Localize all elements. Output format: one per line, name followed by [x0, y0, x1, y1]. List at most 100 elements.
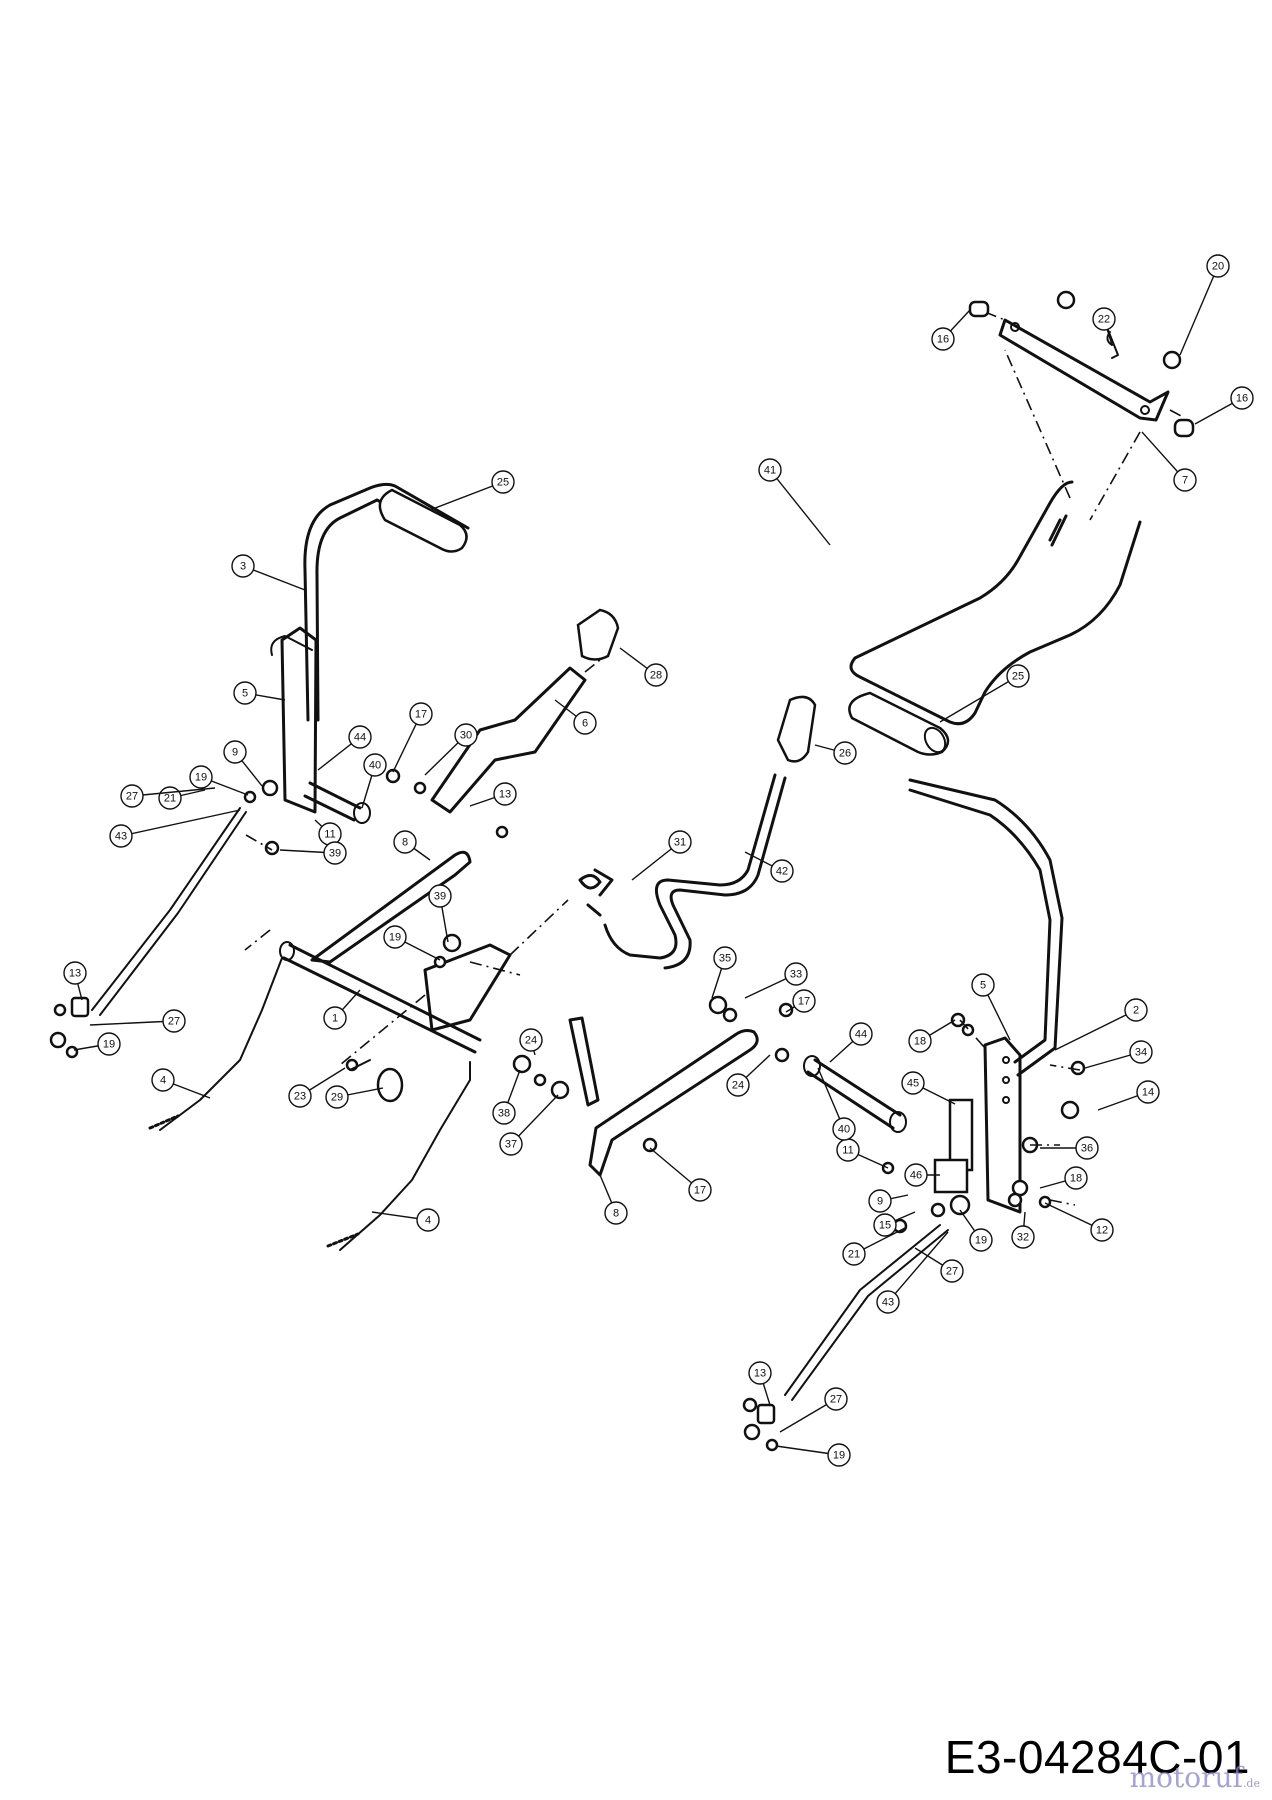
- callout-label: 27: [946, 1266, 958, 1278]
- callout-label: 2: [1133, 1005, 1139, 1017]
- callout-circle: [231, 554, 255, 578]
- pin-16-left: [968, 300, 990, 318]
- callout-label: 44: [354, 732, 366, 744]
- callout-40: 40: [361, 753, 387, 809]
- callout-label: 6: [582, 718, 588, 730]
- callout-circle: [189, 765, 213, 789]
- callout-43: 43: [876, 1231, 949, 1314]
- callout-label: 44: [855, 1029, 867, 1041]
- watermark-text: motoruf: [1129, 1761, 1243, 1794]
- callout-label: 16: [1236, 393, 1248, 405]
- callout-label: 5: [242, 688, 248, 700]
- callout-label: 21: [848, 1249, 860, 1261]
- callout-label: 11: [324, 829, 335, 841]
- callout-circle: [668, 830, 692, 854]
- nut-20-a: [1056, 290, 1076, 310]
- callout-label: 25: [1012, 671, 1024, 683]
- callout-19: 19: [73, 1032, 121, 1056]
- callout-11: 11: [836, 1138, 889, 1169]
- callout-11: 11: [314, 819, 342, 846]
- callout-24: 24: [726, 1054, 771, 1097]
- callout-label: 13: [69, 968, 81, 980]
- callout-29: 29: [325, 1085, 384, 1109]
- callout-circle: [233, 681, 257, 705]
- callout-circle: [1090, 1218, 1114, 1242]
- callout-circle: [288, 1084, 312, 1108]
- callout-circle: [1011, 1225, 1035, 1249]
- callout-label: 27: [830, 1394, 842, 1406]
- callout-26: 26: [814, 741, 857, 765]
- callout-18: 18: [908, 1019, 956, 1053]
- callout-label: 25: [497, 477, 509, 489]
- callout-label: 19: [103, 1039, 115, 1051]
- callout-27: 27: [914, 1247, 964, 1283]
- bracket-plate-6: [430, 666, 587, 814]
- callout-circle: [644, 663, 668, 687]
- callout-circle: [726, 1073, 750, 1097]
- callout-circle: [873, 1213, 897, 1237]
- arm-8-lower: [588, 1029, 759, 1177]
- callout-leader: [887, 1231, 949, 1303]
- callout-3: 3: [231, 554, 306, 591]
- callout-leader: [89, 1020, 175, 1026]
- callout-43: 43: [109, 809, 241, 848]
- callout-circle: [969, 1228, 993, 1252]
- callout-circle: [604, 1201, 628, 1225]
- callout-circle: [499, 1132, 523, 1156]
- callout-label: 39: [434, 891, 446, 903]
- callout-label: 34: [1135, 1047, 1147, 1059]
- callout-circle: [454, 723, 478, 747]
- callout-16: 16: [931, 309, 971, 351]
- callout-circle: [97, 1032, 121, 1056]
- callout-label: 42: [776, 866, 788, 878]
- callout-label: 45: [907, 1078, 919, 1090]
- callout-circle: [223, 740, 247, 764]
- callout-circle: [832, 1117, 856, 1141]
- callout-17: 17: [392, 702, 433, 773]
- callout-9: 9: [868, 1189, 909, 1213]
- callout-16: 16: [1194, 386, 1254, 425]
- hardware: [49, 768, 1086, 1452]
- lift-bracket-7: [998, 318, 1170, 422]
- callout-13: 13: [469, 782, 517, 807]
- nut-20-b: [1162, 350, 1182, 370]
- callout-21: 21: [842, 1227, 906, 1266]
- callout-circle: [901, 1071, 925, 1095]
- callout-label: 8: [402, 837, 408, 849]
- callout-circle: [770, 859, 794, 883]
- callout-label: 20: [1212, 261, 1224, 273]
- slot-bar-37: [568, 1016, 600, 1107]
- callout-44: 44: [317, 725, 372, 771]
- callout-label: 3: [240, 561, 246, 573]
- callout-circle: [784, 962, 808, 986]
- callout-leader: [131, 787, 216, 797]
- callout-circle: [393, 830, 417, 854]
- callout-22: 22: [1092, 307, 1116, 346]
- callout-label: 41: [764, 465, 776, 477]
- rod-4-right: [339, 1061, 471, 1251]
- callout-circle: [713, 946, 737, 970]
- callout-label: 38: [498, 1108, 510, 1120]
- callout-circle: [109, 824, 133, 848]
- callout-label: 24: [732, 1080, 744, 1092]
- callout-19: 19: [189, 765, 249, 796]
- callout-label: 33: [790, 969, 802, 981]
- bracket-5-right: [983, 1036, 1022, 1214]
- callout-label: 13: [754, 1368, 766, 1380]
- callout-circle: [931, 327, 955, 351]
- callout-25: 25: [429, 470, 515, 511]
- callout-label: 16: [937, 334, 949, 346]
- callout-44: 44: [829, 1022, 873, 1063]
- callout-circle: [758, 458, 782, 482]
- callout-circle: [323, 841, 347, 865]
- callout-circle: [323, 1006, 347, 1030]
- callout-circle: [971, 973, 995, 997]
- callout-5: 5: [233, 681, 286, 705]
- callout-17: 17: [649, 1147, 712, 1202]
- callout-39: 39: [279, 841, 347, 865]
- callout-label: 7: [1182, 475, 1188, 487]
- callout-circle: [1136, 1080, 1160, 1104]
- callout-circle: [908, 1029, 932, 1053]
- callout-circle: [792, 989, 816, 1013]
- callout-leader: [769, 469, 831, 546]
